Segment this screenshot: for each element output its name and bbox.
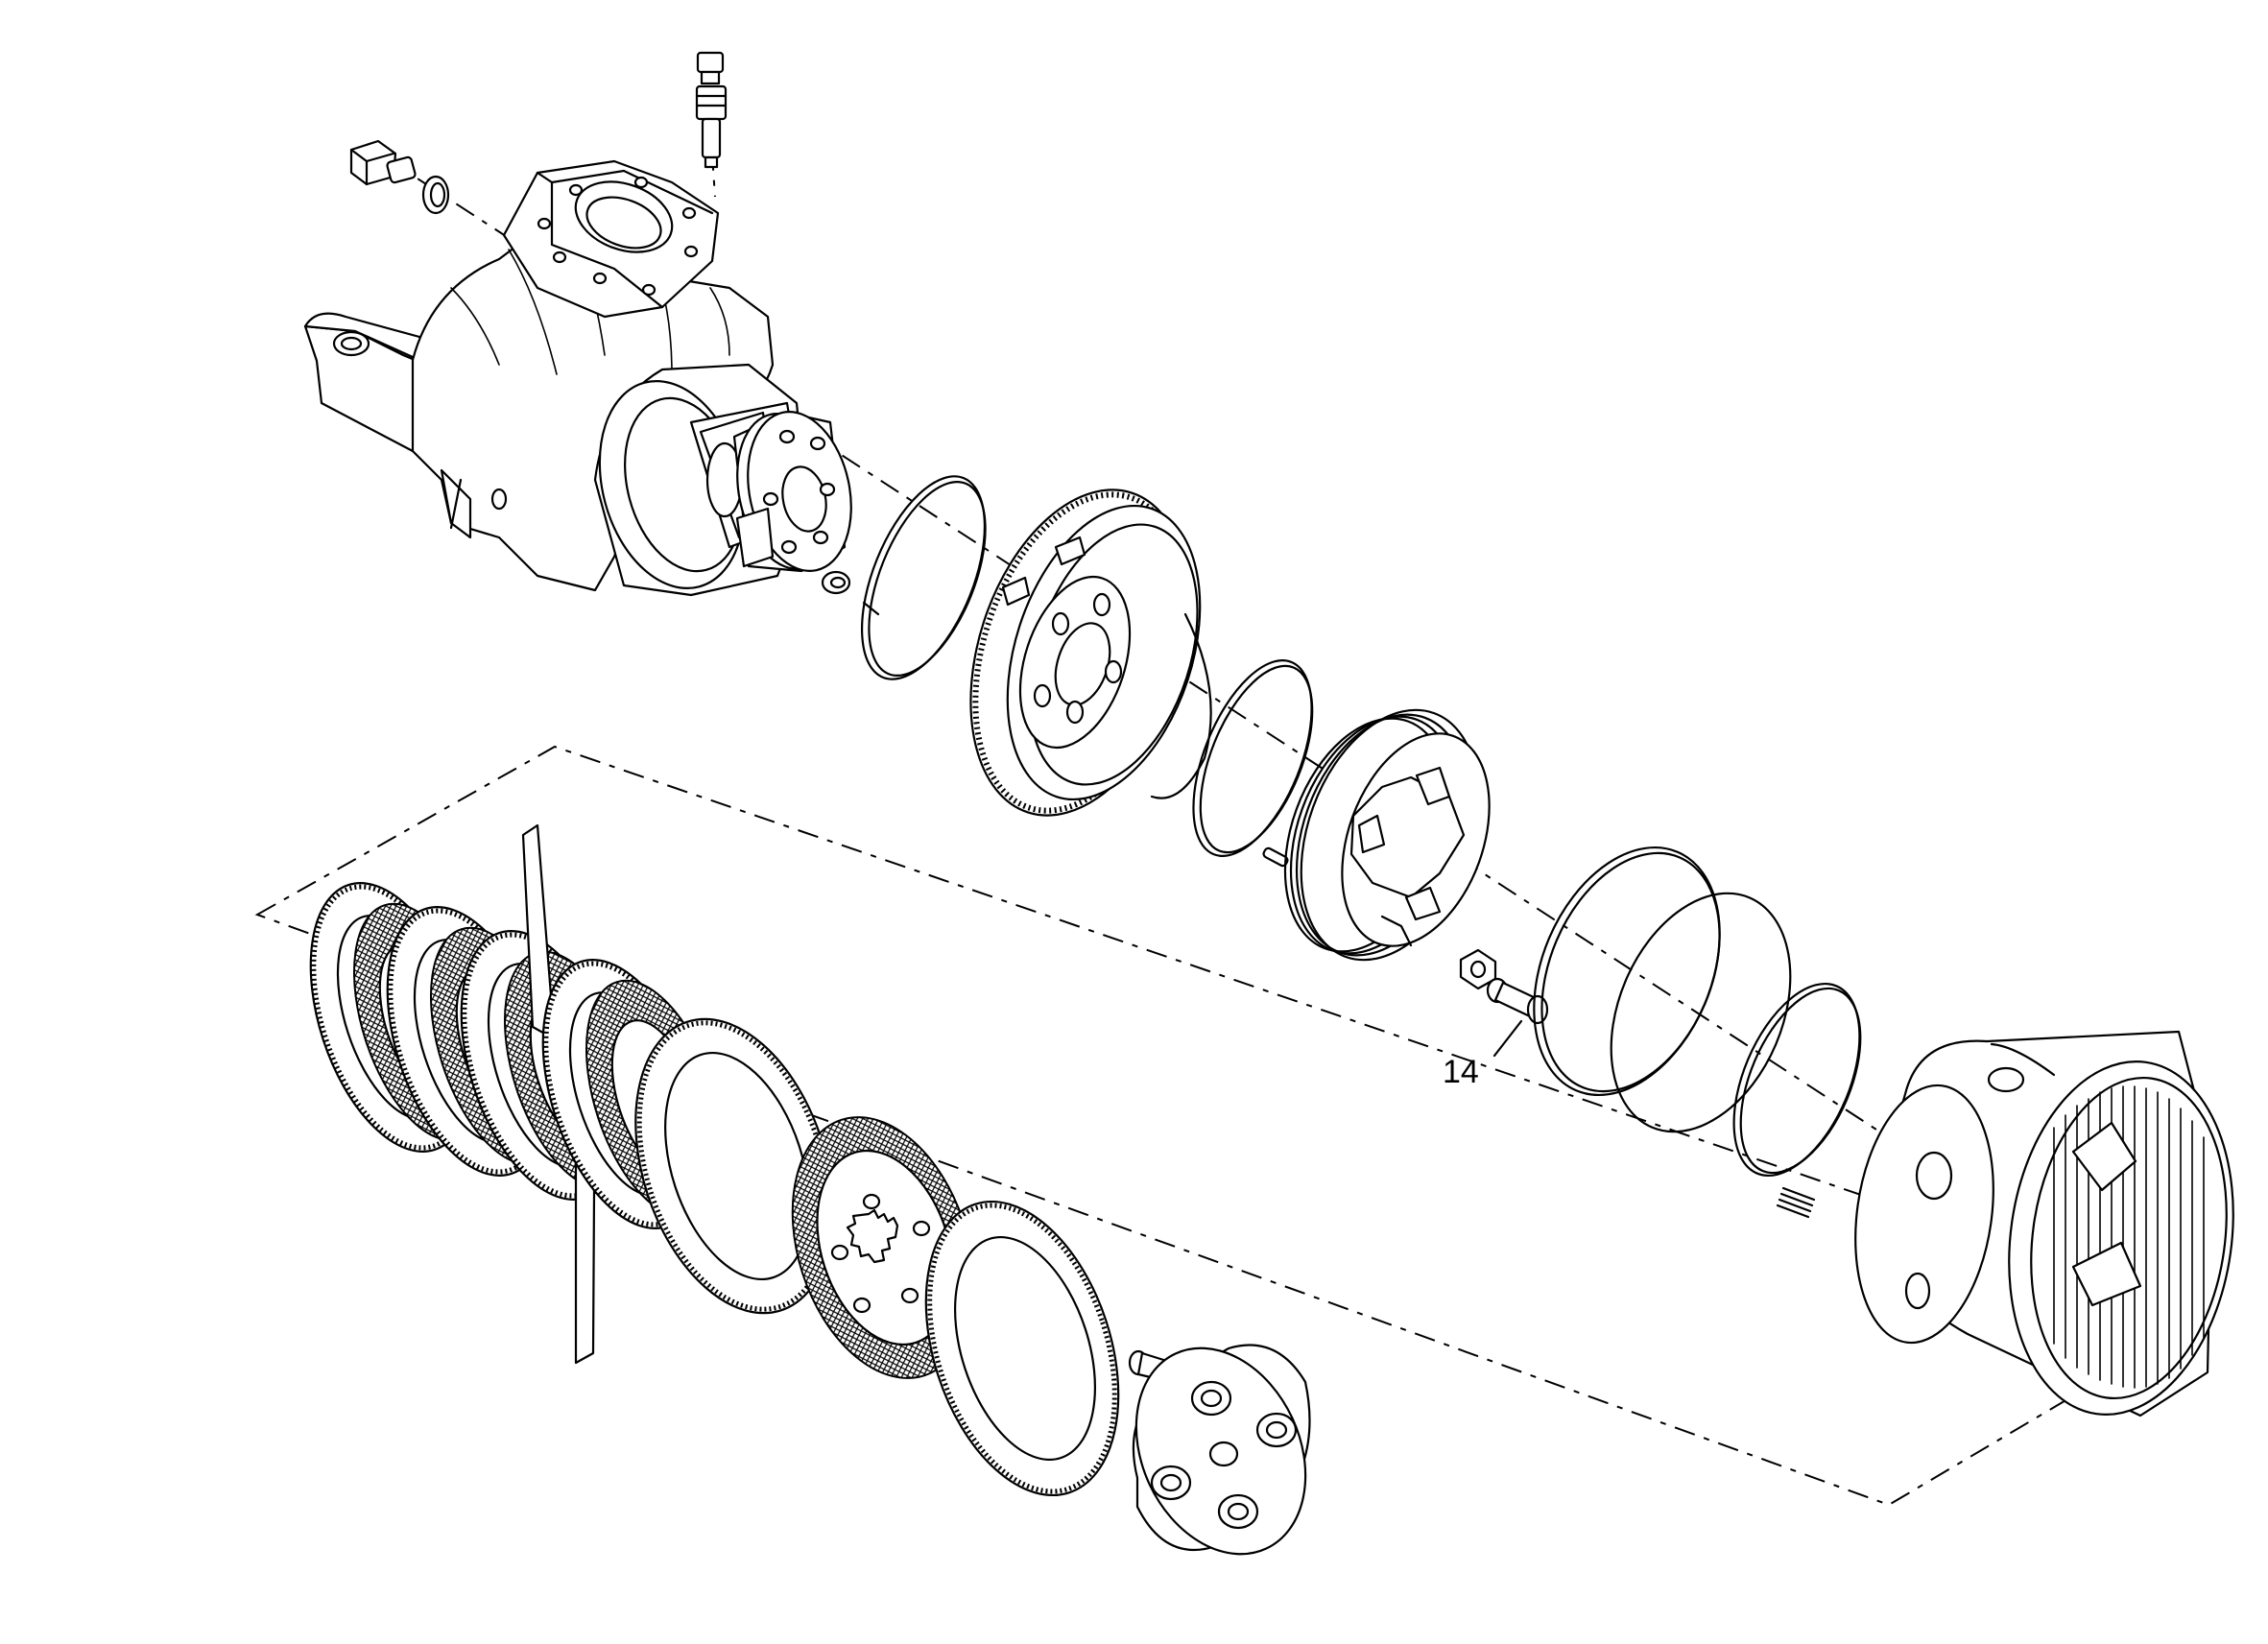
grease-nipple: [695, 51, 728, 169]
snap-ring-2: [1192, 659, 1314, 857]
plug-screw: [349, 139, 417, 186]
cylindrical-pin: [1262, 846, 1289, 868]
planet-carrier-plate: [1132, 1344, 1311, 1556]
o-ring-2: [1610, 892, 1792, 1133]
spindle-hub: [732, 411, 852, 573]
callout-14-label: 14: [1443, 1054, 1479, 1090]
steering-knuckle-housing: [303, 159, 808, 597]
seal-ring: [421, 175, 450, 215]
friction-disc-splined: [791, 1116, 975, 1379]
outer-disc-6: [924, 1200, 1120, 1497]
callout-14-leader: [1492, 1019, 1523, 1058]
snap-ring-1: [860, 475, 987, 680]
internal-splines: [2053, 1085, 2205, 1389]
brake-piston: [1283, 708, 1491, 962]
wheel-hub-housing: [1854, 1030, 2234, 1418]
thrust-washer: [821, 570, 851, 595]
hex-socket-screw: [1486, 977, 1549, 1025]
snap-ring-3: [1732, 982, 1862, 1178]
brake-disc-stack: [309, 823, 834, 1365]
ring-gear-carrier: [969, 488, 1212, 817]
compression-spring: [1776, 1186, 1816, 1219]
o-ring-1: [1533, 846, 1721, 1097]
